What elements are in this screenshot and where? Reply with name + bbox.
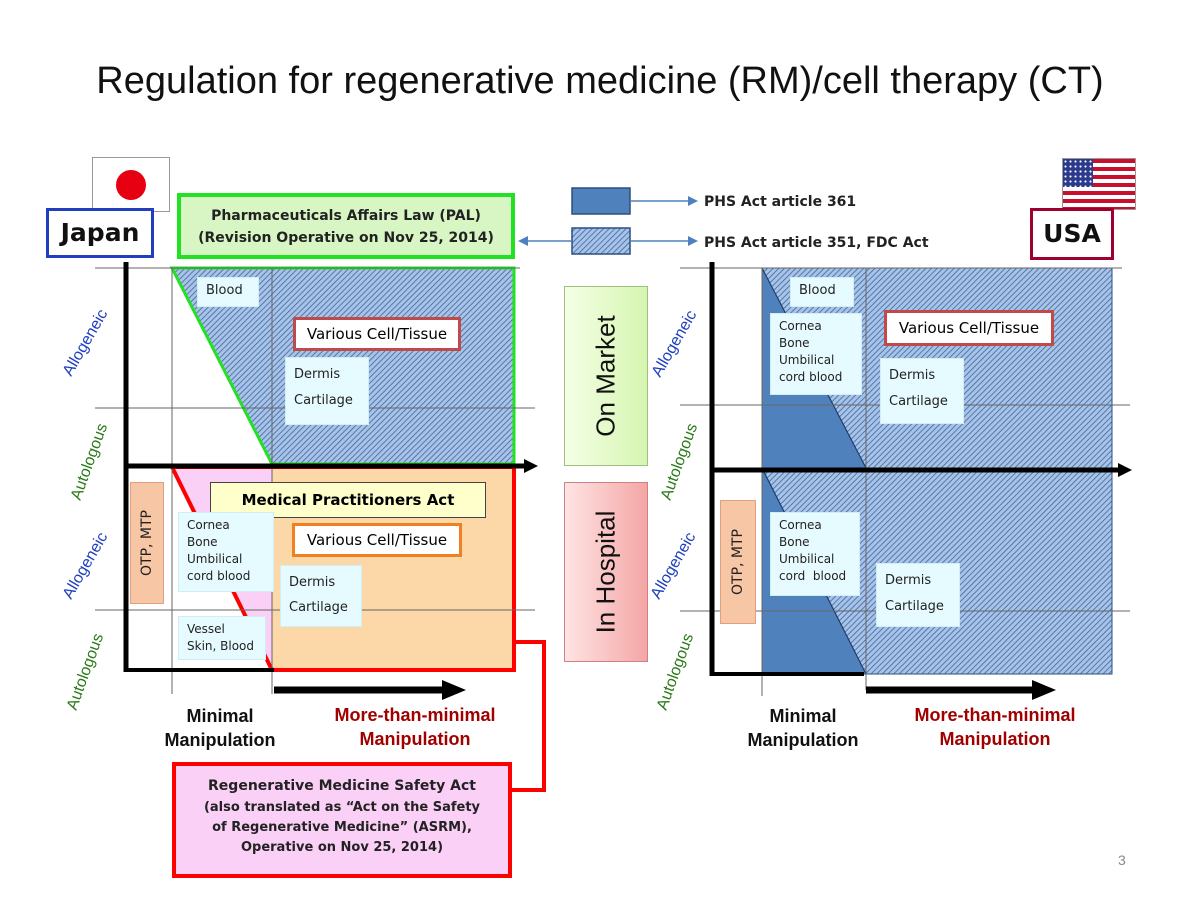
usa-cornea-bone-hospital: Cornea Bone Umbilical cord blood	[770, 512, 860, 596]
japan-vessel-skin-box: Vessel Skin, Blood	[178, 616, 266, 660]
page-number: 3	[1118, 852, 1126, 868]
pal-box: Pharmaceuticals Affairs Law (PAL) (Revis…	[177, 193, 515, 259]
japan-various-cell-tissue-hospital: Various Cell/Tissue	[292, 523, 462, 557]
japan-more-than-minimal-label: More-than-minimal Manipulation	[334, 705, 496, 749]
usa-blood-label: Blood	[790, 277, 854, 307]
slide-title: Regulation for regenerative medicine (RM…	[96, 60, 1104, 102]
usa-various-cell-tissue: Various Cell/Tissue	[884, 310, 1054, 346]
japan-dermis-cartilage-market: Dermis Cartilage	[285, 357, 369, 425]
japan-cornea-bone-box: Cornea Bone Umbilical cord blood	[178, 512, 274, 592]
usa-dermis-cartilage-market: Dermis Cartilage	[880, 358, 964, 424]
usa-dermis-cartilage-hospital: Dermis Cartilage	[876, 563, 960, 627]
japan-minimal-label: Minimal Manipulation	[164, 706, 276, 750]
rmsa-box: Regenerative Medicine Safety Act (also t…	[172, 762, 512, 878]
legend-solid-swatch	[571, 187, 631, 215]
legend-hatched-swatch	[571, 227, 631, 255]
japan-dermis-cartilage-hospital: Dermis Cartilage	[280, 565, 362, 627]
usa-more-than-minimal-label: More-than-minimal Manipulation	[914, 705, 1076, 749]
usa-country-label: USA	[1030, 208, 1114, 260]
japan-flag-icon	[92, 157, 170, 212]
pal-subtitle: (Revision Operative on Nov 25, 2014)	[198, 230, 494, 246]
on-market-box	[564, 286, 648, 466]
japan-otp-mtp-label: OTP, MTP	[139, 510, 155, 576]
usa-flag-icon	[1062, 158, 1136, 210]
in-hospital-label: In Hospital	[590, 510, 621, 634]
japan-otp-mtp-box	[130, 482, 164, 604]
usa-otp-mtp-label: OTP, MTP	[730, 529, 746, 595]
in-hospital-box	[564, 482, 648, 662]
pal-title: Pharmaceuticals Affairs Law (PAL)	[211, 208, 481, 224]
legend-hatched-label: PHS Act article 351, FDC Act	[704, 235, 929, 251]
japan-various-cell-tissue-market: Various Cell/Tissue	[293, 317, 461, 351]
legend-solid-label: PHS Act article 361	[704, 194, 857, 210]
usa-minimal-label: Minimal Manipulation	[747, 706, 859, 750]
on-market-label: On Market	[590, 315, 621, 437]
japan-country-label: Japan	[46, 208, 154, 258]
japan-blood-label: Blood	[197, 277, 259, 307]
usa-otp-mtp-box	[720, 500, 756, 624]
usa-cornea-bone-market: Cornea Bone Umbilical cord blood	[770, 313, 862, 395]
